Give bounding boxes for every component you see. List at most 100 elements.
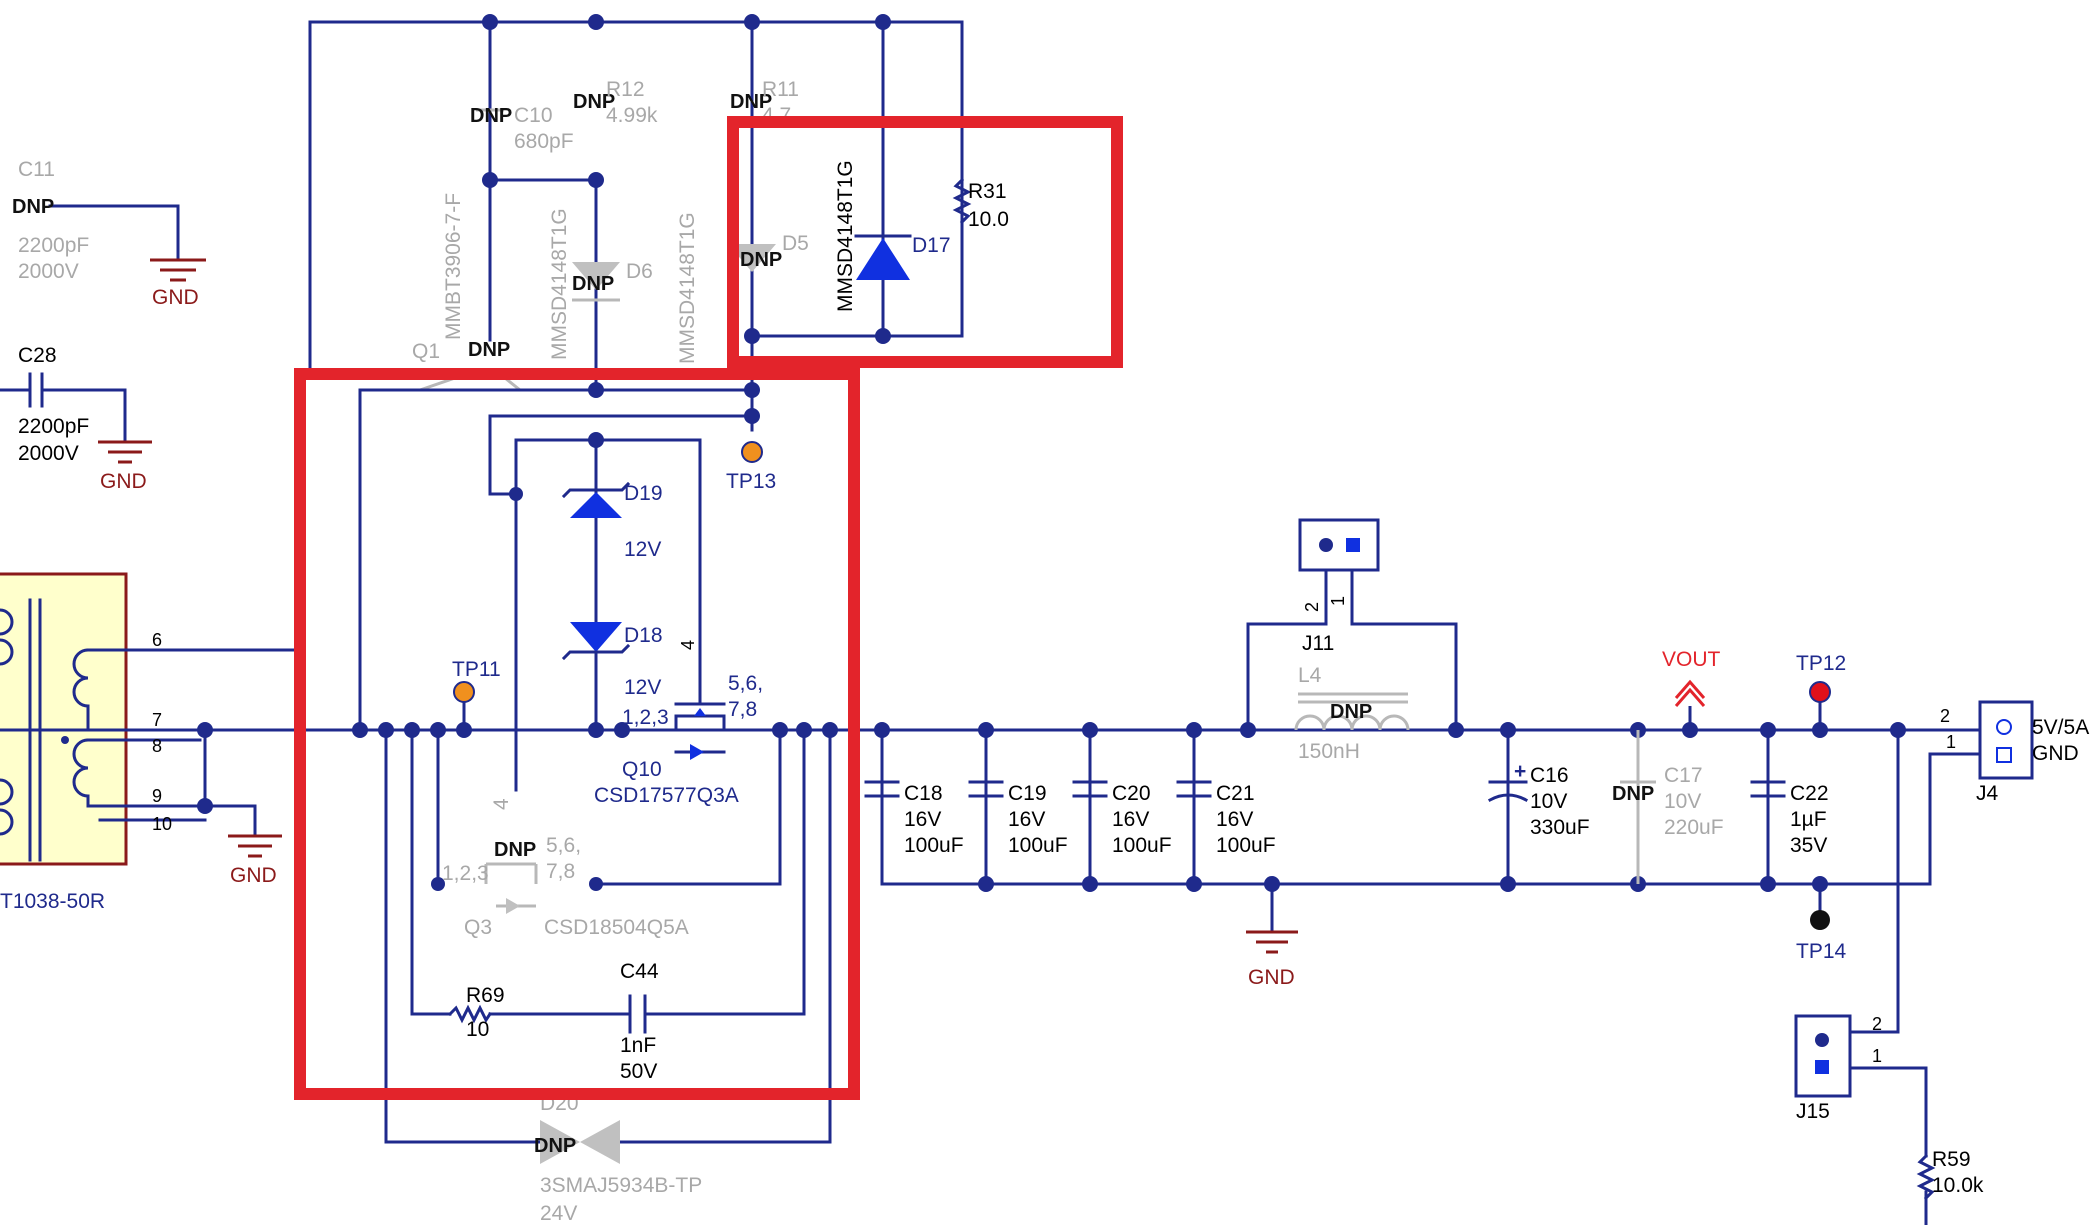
svg-text:TP13: TP13 [726, 470, 776, 493]
svg-text:8: 8 [152, 736, 162, 756]
svg-text:680pF: 680pF [514, 130, 574, 153]
svg-text:D17: D17 [912, 234, 951, 257]
svg-text:D19: D19 [624, 482, 663, 505]
l4-inductor: L4 DNP 150nH [1294, 664, 1410, 763]
tp14-testpoint: TP14 [1796, 882, 1847, 963]
svg-text:10.0: 10.0 [968, 208, 1009, 231]
c22-capacitor: C22 1µF 35V [1750, 728, 1829, 886]
svg-text:DNP: DNP [573, 91, 615, 113]
d17-diode: D17 MMSD4148T1G [834, 160, 951, 312]
svg-text:GND: GND [1248, 966, 1295, 989]
svg-text:3SMAJ5934B-TP: 3SMAJ5934B-TP [540, 1174, 702, 1197]
svg-text:+: + [1514, 760, 1526, 783]
svg-text:DNP: DNP [572, 273, 614, 295]
c20-capacitor: C20 16V 100uF [1072, 728, 1172, 886]
svg-text:7,8: 7,8 [546, 860, 575, 883]
svg-text:50V: 50V [620, 1060, 657, 1083]
c17-capacitor: DNP C17 10V 220uF [1612, 730, 1724, 884]
ground-symbol: GND [98, 440, 152, 493]
svg-text:9: 9 [152, 786, 162, 806]
ground-symbol: GND [150, 258, 206, 309]
j15-jumper: 2 1 J15 [1794, 1014, 1882, 1123]
vout-label: VOUT [1662, 648, 1721, 730]
svg-text:DNP: DNP [740, 249, 782, 271]
svg-text:35V: 35V [1790, 834, 1827, 857]
svg-text:10V: 10V [1530, 790, 1567, 813]
svg-text:D5: D5 [782, 232, 809, 255]
svg-text:MMSD4148T1G: MMSD4148T1G [676, 212, 699, 364]
svg-text:Q1: Q1 [412, 340, 440, 363]
svg-text:1,2,3: 1,2,3 [442, 862, 489, 885]
svg-text:C22: C22 [1790, 782, 1829, 805]
svg-text:DNP: DNP [12, 196, 54, 218]
svg-text:J4: J4 [1976, 782, 1999, 805]
svg-text:GND: GND [2032, 742, 2079, 765]
svg-text:220uF: 220uF [1664, 816, 1724, 839]
tp13-testpoint: TP13 [726, 441, 776, 493]
svg-text:DNP: DNP [534, 1135, 576, 1157]
c44-capacitor: C44 1nF 50V [620, 960, 659, 1083]
c16-capacitor: + C16 10V 330uF [1487, 728, 1590, 886]
c28-capacitor: C28 2200pF 2000V [0, 344, 127, 465]
r69-resistor: R69 10 [447, 984, 505, 1041]
svg-text:100uF: 100uF [1112, 834, 1172, 857]
highlight-box-d17 [727, 116, 1123, 368]
highlight-box-switch [294, 368, 860, 1100]
svg-text:1,2,3: 1,2,3 [622, 706, 669, 729]
svg-text:C28: C28 [18, 344, 57, 367]
ground-symbol: GND [1246, 930, 1298, 989]
svg-text:C11: C11 [18, 158, 55, 181]
svg-text:2200pF: 2200pF [18, 234, 89, 257]
svg-text:Q3: Q3 [464, 916, 492, 939]
tp11-testpoint: TP11 [452, 658, 501, 732]
svg-text:4.99k: 4.99k [606, 104, 658, 127]
svg-text:2: 2 [1302, 602, 1322, 612]
svg-text:24V: 24V [540, 1202, 577, 1225]
svg-text:R69: R69 [466, 984, 505, 1007]
svg-text:1: 1 [1872, 1046, 1882, 1066]
c11-capacitor: C11 DNP 2200pF 2000V [12, 158, 180, 283]
svg-text:D6: D6 [626, 260, 653, 283]
svg-text:2000V: 2000V [18, 442, 79, 465]
svg-text:D18: D18 [624, 624, 663, 647]
svg-text:C16: C16 [1530, 764, 1569, 787]
ground-symbol: GND [228, 834, 282, 887]
r12-resistor: DNP R12 4.99k [573, 78, 658, 127]
svg-text:7: 7 [152, 710, 162, 730]
svg-text:1nF: 1nF [620, 1034, 656, 1057]
svg-text:16V: 16V [904, 808, 941, 831]
svg-text:5V/5A: 5V/5A [2032, 716, 2089, 739]
svg-text:DNP: DNP [468, 339, 510, 361]
c18-capacitor: C18 16V 100uF [864, 728, 964, 857]
svg-text:GND: GND [230, 864, 277, 887]
svg-text:10.0k: 10.0k [1932, 1174, 1984, 1197]
svg-text:100uF: 100uF [1008, 834, 1068, 857]
svg-text:J11: J11 [1302, 632, 1334, 655]
svg-text:CSD18504Q5A: CSD18504Q5A [544, 916, 689, 939]
svg-text:2: 2 [1940, 706, 1950, 726]
svg-text:DNP: DNP [1330, 701, 1372, 723]
svg-text:100uF: 100uF [904, 834, 964, 857]
svg-text:DNP: DNP [494, 839, 536, 861]
svg-text:GND: GND [152, 286, 199, 309]
q10-mosfet: 4 1,2,3 5,6, 7,8 Q10 CSD17577Q3A [594, 640, 763, 807]
svg-text:R59: R59 [1932, 1148, 1971, 1171]
center-block-wires [0, 382, 1942, 1144]
d5-diode: DNP D5 MMSD4148T1G [676, 212, 809, 364]
svg-text:MMSD4148T1G: MMSD4148T1G [834, 160, 857, 312]
svg-text:16V: 16V [1216, 808, 1253, 831]
svg-text:MMSD4148T1G: MMSD4148T1G [548, 208, 571, 360]
svg-text:1µF: 1µF [1790, 808, 1827, 831]
svg-text:2000V: 2000V [18, 260, 79, 283]
svg-text:Q10: Q10 [622, 758, 662, 781]
svg-text:R11: R11 [762, 78, 799, 101]
transformer-t1: T1038-50R 6 7 8 9 10 [0, 572, 257, 913]
svg-text:1: 1 [1946, 732, 1956, 752]
r31-resistor: R31 10.0 [952, 177, 1009, 231]
svg-text:CSD17577Q3A: CSD17577Q3A [594, 784, 739, 807]
j11-jumper: 2 1 J11 [1246, 518, 1458, 732]
svg-text:C20: C20 [1112, 782, 1151, 805]
j4-connector: 2 1 5V/5A GND J4 [1940, 700, 2089, 805]
svg-text:VOUT: VOUT [1662, 648, 1721, 671]
